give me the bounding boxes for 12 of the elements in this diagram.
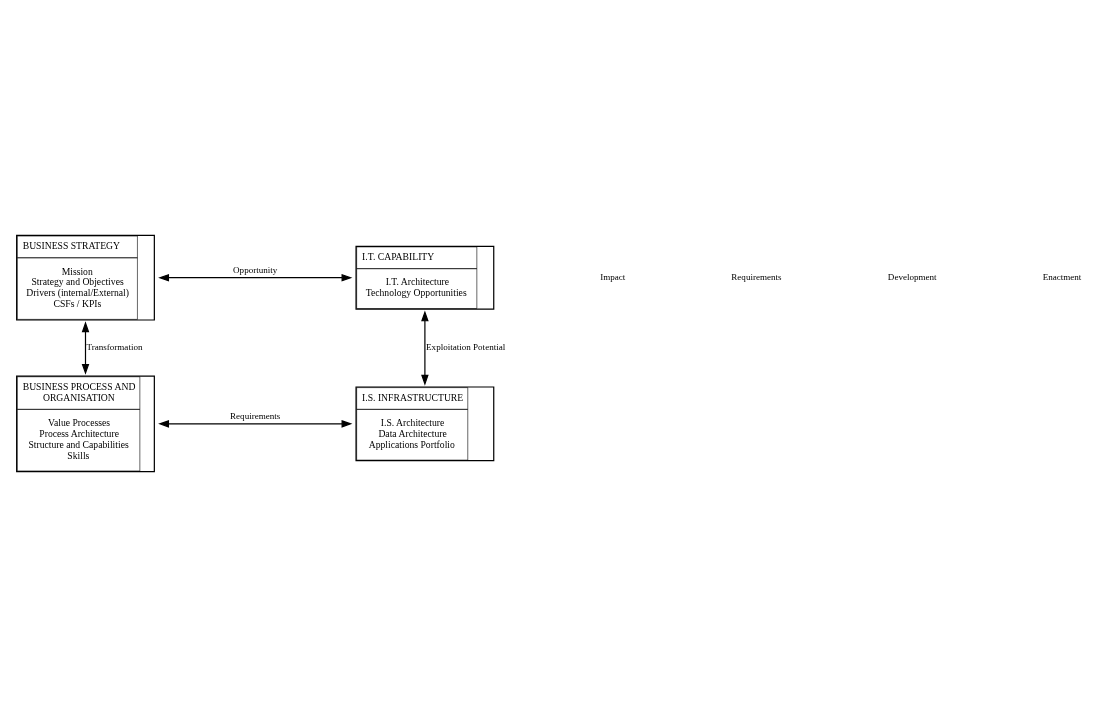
label: Requirements xyxy=(731,271,782,282)
edge-label: Opportunity xyxy=(233,264,278,275)
label: Development xyxy=(887,271,937,282)
arrow xyxy=(81,320,90,375)
label: Impact xyxy=(600,271,626,282)
arrow xyxy=(421,309,429,386)
edge-label: Transformation xyxy=(86,341,143,352)
arrow xyxy=(158,419,353,428)
label: Enactment xyxy=(1042,271,1082,282)
edge-label: Requirements xyxy=(230,410,281,421)
edge-label: Exploitation Potential xyxy=(426,341,506,352)
arrow xyxy=(158,273,353,282)
